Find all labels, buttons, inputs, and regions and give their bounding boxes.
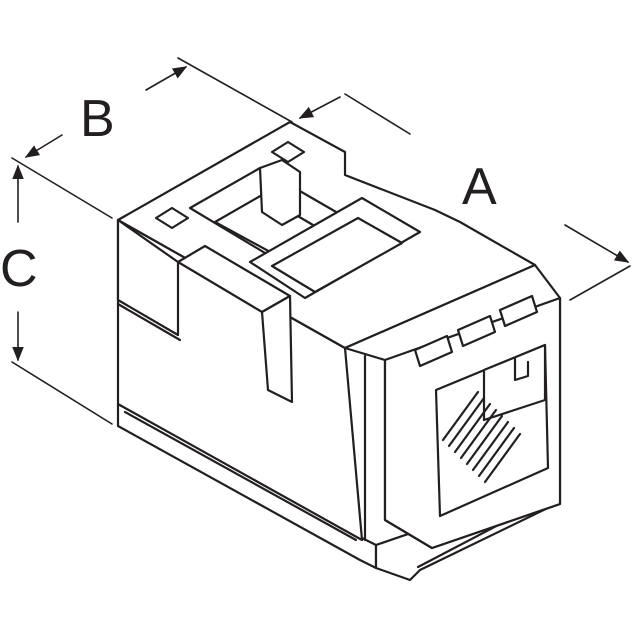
dimension-c: C [0, 134, 113, 425]
contact-pin [471, 420, 510, 472]
led-window-2 [456, 314, 497, 348]
jack-body [116, 120, 562, 582]
front-latch [116, 218, 180, 337]
led-window-3 [498, 294, 539, 328]
latch-tab [260, 294, 294, 404]
dimension-arrow-b-right [298, 96, 341, 119]
side-panel-line [116, 302, 182, 342]
port-latch-slot [482, 343, 547, 422]
led-window-1 [413, 334, 454, 368]
center-post [258, 158, 302, 227]
contact-pin [483, 432, 522, 484]
square-hole-left [154, 206, 190, 230]
contact-pin [459, 408, 498, 460]
contact-pin [441, 390, 480, 442]
dimension-arrow-b-left [145, 66, 188, 91]
dimension-arrow-c-corner [24, 134, 63, 158]
contact-pin [447, 396, 486, 448]
extension-line-c-bottom [11, 361, 113, 425]
square-hole-right [270, 140, 306, 164]
dimension-a: A [462, 158, 631, 301]
extension-line-b-right [344, 93, 411, 135]
extension-line-b-left [177, 57, 293, 123]
contact-pin [465, 414, 504, 466]
base-rail-edge [123, 410, 358, 542]
extension-line-a [569, 265, 631, 301]
dimension-label-c: C [0, 240, 38, 298]
dimension-arrow-a-top [564, 224, 630, 263]
rear-cavity-right-inner [270, 216, 404, 294]
contact-pin [477, 426, 516, 478]
dimension-b: B [80, 57, 411, 148]
port-key [513, 356, 530, 382]
extension-line-c-top [11, 157, 113, 219]
dimension-label-b: B [80, 90, 115, 148]
contact-pins [441, 390, 522, 484]
dimension-label-a: A [462, 158, 497, 216]
contact-pin [453, 402, 492, 454]
